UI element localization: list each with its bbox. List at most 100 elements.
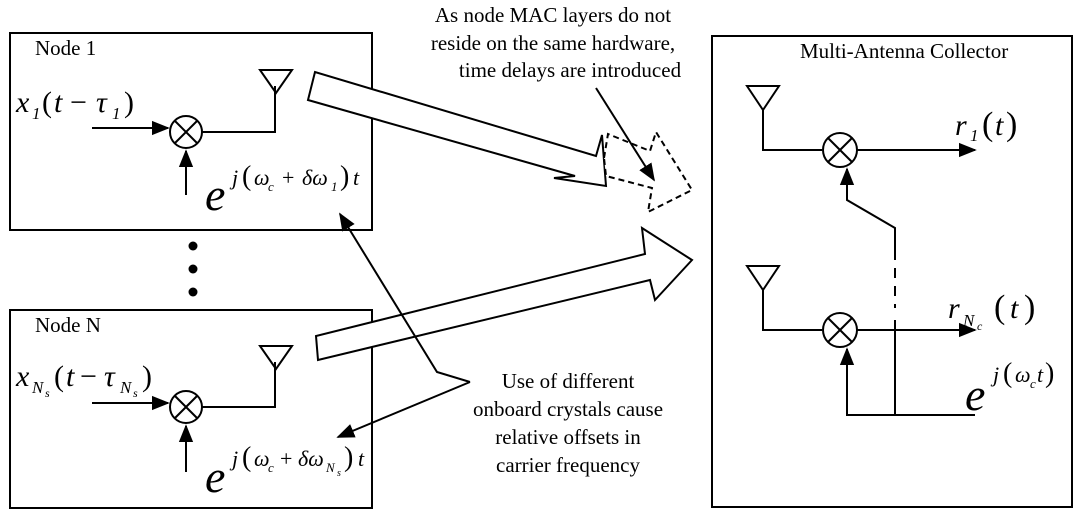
svg-text:j: j [229, 446, 238, 471]
annotation-crystals-line-2: onboard crystals cause [473, 397, 663, 421]
svg-text:j: j [229, 165, 238, 190]
svg-text:e: e [205, 451, 225, 502]
svg-text:δω: δω [302, 165, 328, 190]
annotation-time-delay: As node MAC layers do not reside on the … [431, 3, 682, 82]
svg-text:x: x [15, 86, 30, 119]
node-n-carrier-label: e j ( ω c + δω N s ) t [205, 442, 365, 502]
svg-text:t: t [1037, 362, 1044, 387]
node-n-input-label: x N s ( t − τ N s ) [15, 360, 152, 400]
svg-text:ω: ω [254, 446, 270, 471]
node-1-mixer-icon [169, 115, 203, 149]
svg-text:s: s [45, 386, 50, 400]
svg-text:(: ( [242, 161, 251, 192]
svg-text:): ) [1006, 106, 1017, 143]
svg-text:): ) [142, 360, 152, 393]
svg-text:N: N [31, 378, 45, 397]
annotation-crystals: Use of different onboard crystals cause … [473, 369, 663, 477]
svg-text:+: + [282, 165, 294, 190]
svg-text:(: ( [42, 86, 52, 119]
svg-text:s: s [337, 468, 341, 479]
svg-text:t: t [995, 109, 1004, 142]
svg-text:): ) [124, 86, 134, 119]
collector-output-n-label: r N c ( t ) [948, 289, 1035, 333]
svg-text:+: + [280, 446, 292, 471]
collector-lo-lower-wire [839, 347, 975, 416]
node-n-block: Node N x N s ( t − τ N s ) e j ( [9, 309, 373, 509]
svg-text:N: N [325, 460, 336, 475]
svg-text:): ) [1024, 289, 1035, 326]
svg-text:−: − [80, 360, 97, 393]
svg-text:−: − [70, 86, 87, 119]
svg-text:): ) [344, 442, 353, 473]
svg-text:x: x [15, 360, 30, 393]
collector-title: Multi-Antenna Collector [800, 39, 1008, 63]
svg-text:e: e [205, 169, 225, 220]
svg-text:(: ( [994, 289, 1005, 326]
svg-text:ω: ω [1015, 362, 1031, 387]
collector-mixer-n-icon [822, 312, 858, 348]
collector-lo-upper-wire [839, 167, 896, 250]
node-n-mixer-icon [169, 390, 203, 424]
svg-text:τ: τ [104, 360, 116, 393]
svg-text:(: ( [982, 106, 993, 143]
collector-lo-label: e j ( ω c t ) [965, 358, 1054, 420]
collector-antenna-n-icon [745, 265, 781, 292]
annotation-time-delay-pointer [595, 87, 655, 182]
svg-text:e: e [965, 369, 985, 420]
svg-text:τ: τ [96, 86, 108, 119]
svg-text:(: ( [1003, 358, 1012, 389]
node-n-antenna-feed [202, 362, 276, 408]
node-1-antenna-icon [258, 69, 294, 95]
svg-text:(: ( [242, 442, 251, 473]
svg-text:N: N [119, 378, 133, 397]
svg-text:N: N [962, 311, 976, 330]
collector-block: Multi-Antenna Collector r 1 ( t ) [711, 35, 1073, 508]
node-ellipsis [188, 241, 198, 297]
collector-box [711, 35, 1073, 508]
collector-branch-n-wire [762, 290, 822, 331]
node-n-title: Node N [35, 313, 101, 337]
annotation-crystals-line-1: Use of different [502, 369, 635, 393]
svg-text:t: t [54, 86, 63, 119]
collector-output-1-label: r 1 ( t ) [955, 106, 1017, 145]
svg-text:(: ( [54, 360, 64, 393]
svg-text:1: 1 [970, 126, 979, 145]
svg-text:ω: ω [254, 165, 270, 190]
annotation-crystals-line-4: carrier frequency [496, 453, 640, 477]
svg-text:t: t [66, 360, 75, 393]
node-1-title: Node 1 [35, 36, 96, 60]
svg-text:t: t [358, 446, 365, 471]
tx-arrow-node-n [314, 226, 694, 362]
node-n-box [9, 309, 373, 509]
svg-text:t: t [1010, 292, 1019, 325]
svg-text:c: c [977, 319, 983, 333]
annotation-time-delay-line-2: reside on the same hardware, [431, 31, 675, 55]
svg-text:c: c [268, 179, 274, 194]
node-n-antenna-icon [258, 345, 294, 371]
svg-text:): ) [340, 161, 349, 192]
node-1-input-label: x 1 ( t − τ 1 ) [15, 86, 134, 123]
svg-text:r: r [955, 109, 967, 142]
annotation-time-delay-line-1: As node MAC layers do not [435, 3, 671, 27]
annotation-crystals-pointer-down [336, 381, 471, 438]
collector-mixer-1-icon [822, 132, 858, 168]
svg-text:1: 1 [112, 104, 121, 123]
annotation-crystals-pointer-up [339, 212, 471, 383]
svg-text:c: c [1030, 376, 1036, 391]
node-1-block: Node 1 x 1 ( t − τ 1 ) e j ( [9, 32, 373, 231]
node-1-antenna-feed [202, 86, 276, 133]
collector-branch-1-wire [762, 110, 822, 151]
svg-text:j: j [990, 362, 999, 387]
svg-text:c: c [268, 460, 274, 475]
svg-text:): ) [1045, 358, 1054, 389]
annotation-crystals-line-3: relative offsets in [495, 425, 641, 449]
svg-text:r: r [948, 292, 960, 325]
node-1-box [9, 32, 373, 231]
node-1-carrier-label: e j ( ω c + δω 1 ) t [205, 161, 360, 220]
svg-text:1: 1 [32, 104, 41, 123]
annotation-time-delay-line-3: time delays are introduced [459, 58, 682, 82]
svg-text:1: 1 [331, 179, 338, 194]
collector-antenna-1-icon [745, 85, 781, 112]
svg-text:t: t [353, 165, 360, 190]
